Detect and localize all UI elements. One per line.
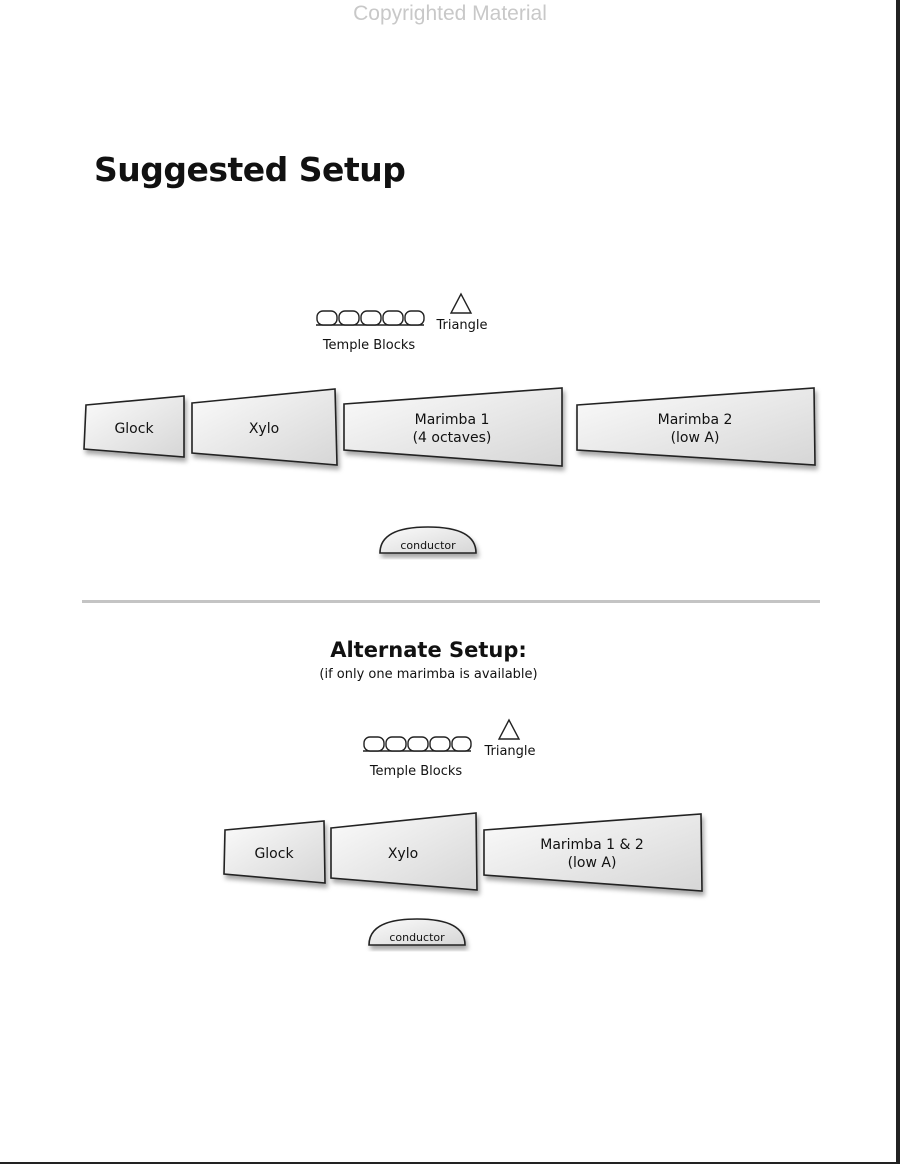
alt-triangle-label: Triangle (483, 744, 535, 759)
alt-conductor-podium (368, 918, 466, 946)
alt-marimba-1-2-range-label: (low A) (568, 855, 617, 871)
alt-marimba-1-2-shape (483, 813, 703, 892)
xylo-label: Xylo (249, 421, 279, 437)
alternate-setup-title: Alternate Setup: (330, 638, 527, 662)
alt-temple-blocks-label: Temple Blocks (369, 764, 463, 779)
suggested-setup-title: Suggested Setup (94, 150, 406, 189)
alt-glock-label: Glock (254, 846, 294, 862)
alt-conductor-label: conductor (389, 931, 445, 944)
alt-glock-shape (223, 820, 326, 884)
marimba-2-range-label: (low A) (671, 430, 720, 446)
conductor-label: conductor (400, 539, 456, 552)
alt-temple-blocks-icon (363, 736, 472, 752)
glock-label: Glock (114, 421, 154, 437)
temple-blocks-icon (316, 310, 425, 326)
triangle-icon (449, 292, 473, 314)
alt-xylo-shape (330, 812, 478, 891)
marimba-1-range-label: (4 octaves) (413, 430, 492, 446)
copyright-watermark: Copyrighted Material (353, 2, 547, 25)
alt-marimba-1-2-label: Marimba 1 & 2 (540, 837, 644, 853)
conductor-podium (379, 526, 477, 554)
alt-triangle-icon (497, 718, 521, 740)
triangle-label: Triangle (435, 318, 487, 333)
alternate-setup-subtitle: (if only one marimba is available) (319, 667, 538, 682)
temple-blocks-label: Temple Blocks (322, 338, 416, 353)
xylo-shape (191, 388, 338, 466)
marimba-1-label: Marimba 1 (415, 412, 490, 428)
alt-xylo-label: Xylo (388, 846, 418, 862)
marimba-2-label: Marimba 2 (658, 412, 733, 428)
marimba-1-shape (343, 387, 563, 467)
section-divider (82, 600, 820, 603)
marimba-2-shape (576, 387, 816, 466)
glock-shape (83, 395, 185, 458)
